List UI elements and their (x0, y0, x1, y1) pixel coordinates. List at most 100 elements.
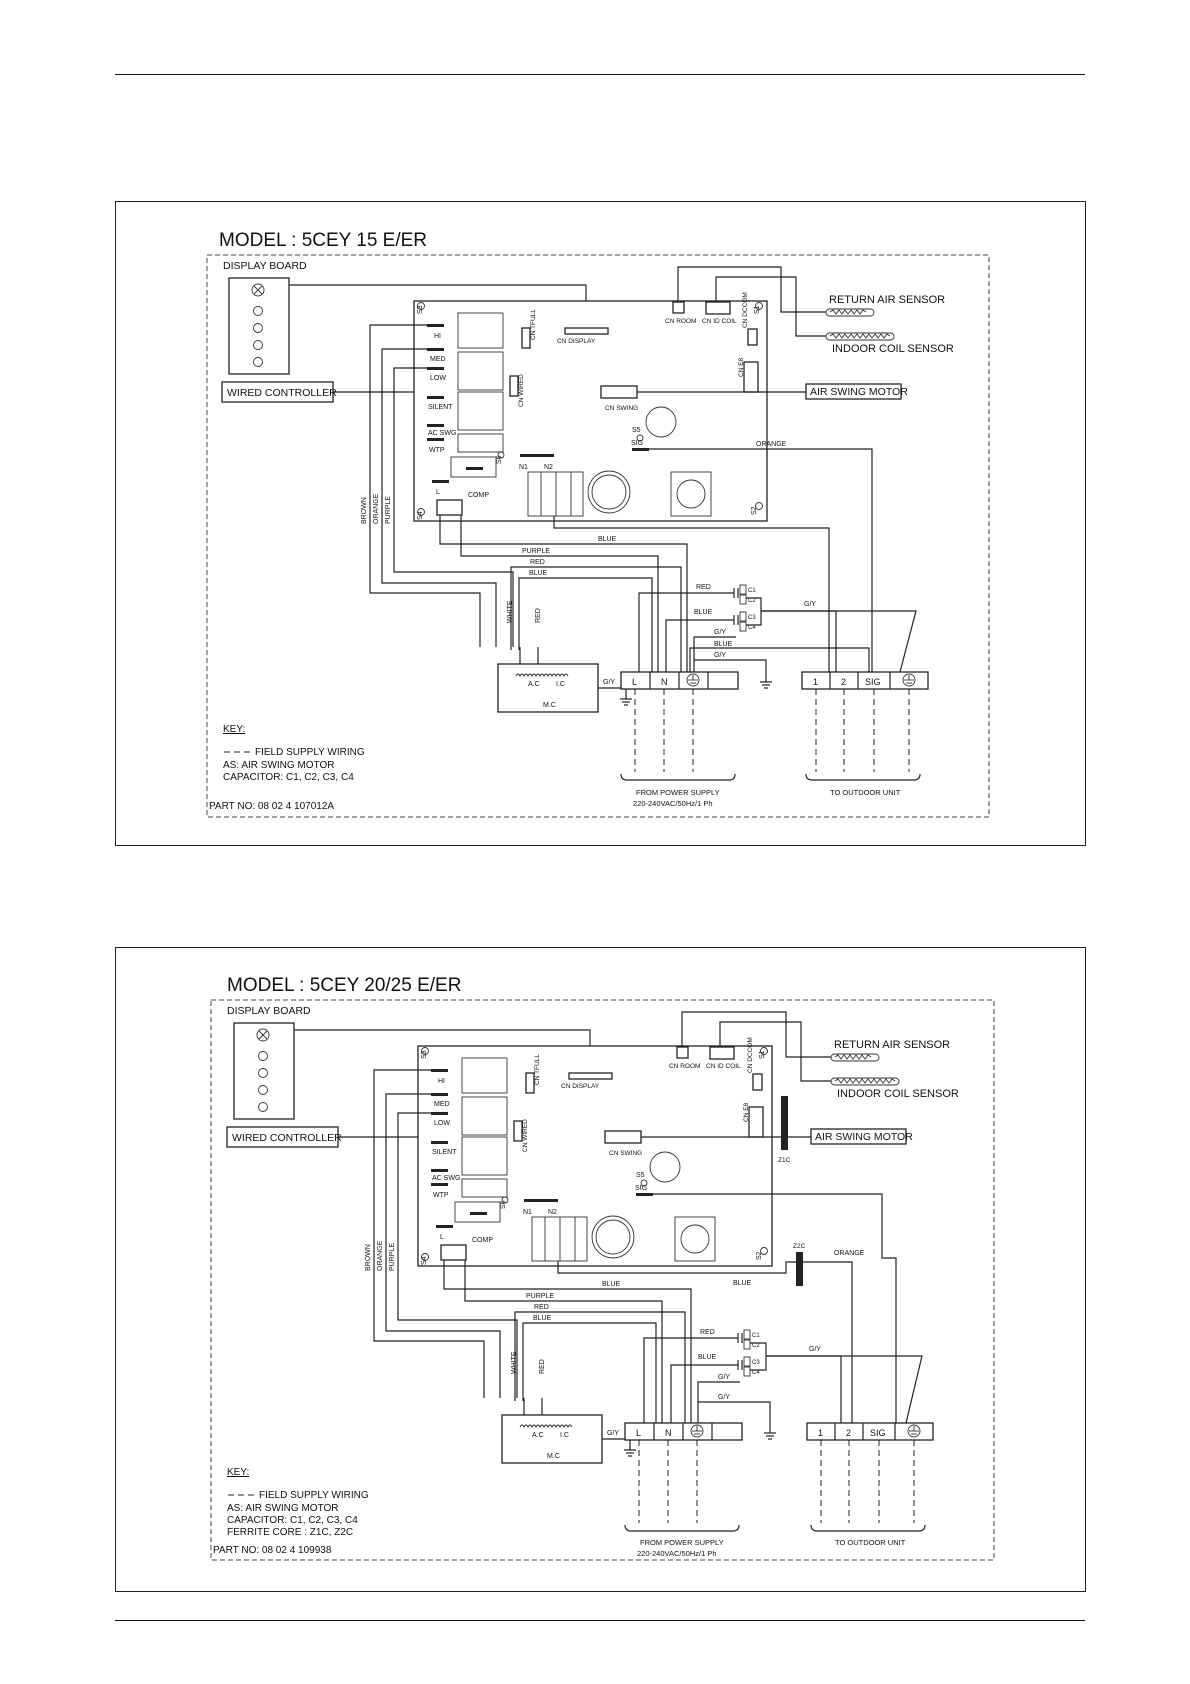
c1-label: C1 (748, 588, 756, 594)
cn-dccom-label: CN DCCOM (742, 292, 749, 328)
motor-ground-wire (598, 687, 627, 699)
purple-wire-pcb (464, 1260, 663, 1423)
silent-label: SILENT (428, 404, 453, 411)
motor-winding-icon (515, 673, 569, 678)
orange-label-2: ORANGE (756, 441, 787, 448)
n1-label: N1 (523, 1209, 532, 1216)
terminal-1: 1 (813, 677, 818, 687)
model-title: MODEL : 5CEY 20/25 E/ER (227, 975, 461, 996)
from-power-supply-label: FROM POWER SUPPLY (636, 788, 720, 797)
wired-controller-label: WIRED CONTROLLER (227, 387, 337, 399)
power-spec-label: 220-240VAC/50Hz/1 Ph (633, 799, 713, 808)
s1-label: S1 (759, 1050, 766, 1059)
red-cap-wire (643, 1337, 738, 1423)
key-line-4: FERRITE CORE : Z1C, Z2C (227, 1527, 353, 1538)
ferrite-core-z1c (781, 1096, 788, 1150)
chassis-ground-icon (764, 1432, 776, 1440)
blue-cap-wire (665, 619, 734, 672)
purple-wire (397, 1112, 518, 1398)
cn-id-coil-label: CN ID COIL (702, 318, 737, 325)
c3-label: C3 (752, 1360, 760, 1366)
blue-label-3: BLUE (694, 609, 713, 616)
pcb-components (421, 1047, 768, 1262)
cap-gy-label: G/Y (809, 1346, 821, 1353)
indoor-coil-sensor-icon (830, 1077, 900, 1086)
z2c-label: Z2C (793, 1243, 806, 1250)
brown-label: BROWN (361, 497, 368, 524)
pcb-terminal-bars (431, 1069, 653, 1228)
blue-label-3: BLUE (698, 1354, 717, 1361)
gy-label-2: G/Y (714, 652, 726, 659)
ac-swg-label: AC SWG (432, 1175, 460, 1182)
wired-controller-label: WIRED CONTROLLER (232, 1132, 342, 1144)
power-supply-bracket (624, 1524, 740, 1532)
power-spec-label: 220-240VAC/50Hz/1 Ph (637, 1549, 717, 1558)
pcb-connectors (440, 1046, 764, 1261)
return-air-sensor-icon (830, 1053, 880, 1062)
earth-terminal-icon (902, 673, 916, 687)
return-air-sensor-label: RETURN AIR SENSOR (834, 1039, 950, 1051)
indoor-coil-sensor-label: INDOOR COIL SENSOR (837, 1088, 959, 1100)
wtp-label: WTP (429, 447, 445, 454)
main-pcb (417, 1045, 773, 1267)
purple-label-2: PURPLE (526, 1293, 554, 1300)
orange-sig-wire (653, 1193, 897, 1423)
key-line-3: CAPACITOR: C1, C2, C3, C4 (223, 772, 354, 783)
blue-label-2: BLUE (533, 1315, 552, 1322)
cn-id-coil-label: CN ID COIL (706, 1063, 741, 1070)
gy-outdoor-wire (766, 1355, 923, 1424)
top-rule (115, 74, 1085, 75)
c1-label: C1 (752, 1333, 760, 1339)
orange-label-2: ORANGE (834, 1250, 865, 1257)
blue-label-2: BLUE (529, 570, 548, 577)
earth-terminal-icon (686, 673, 700, 687)
motor-ic-label: I.C (556, 681, 565, 688)
cn-wired-label: CN WIRED (518, 374, 525, 407)
motor-ac-label: A.C (528, 681, 540, 688)
s2-label: S2 (756, 1251, 763, 1260)
pcb-relays (454, 1057, 508, 1223)
blue-label-1: BLUE (598, 536, 617, 543)
main-pcb (413, 300, 768, 522)
cn-room-label: CN ROOM (665, 318, 696, 325)
display-board (228, 277, 290, 375)
silent-label: SILENT (432, 1149, 457, 1156)
gy-label-2: G/Y (718, 1394, 730, 1401)
gy-label-1: G/Y (714, 629, 726, 636)
s5-label: S5 (632, 427, 641, 434)
orange-sig-wire (649, 448, 873, 672)
terminal-n: N (661, 677, 668, 687)
motor-name-label: M.C (547, 1453, 560, 1460)
red-cap-wire (638, 592, 734, 672)
key-title: KEY: (223, 724, 245, 735)
indoor-coil-sensor-label: INDOOR COIL SENSOR (832, 343, 954, 355)
gy-outdoor-wire (761, 610, 917, 673)
outdoor-unit-bracket (810, 1524, 926, 1532)
terminal-1: 1 (818, 1428, 823, 1438)
med-label: MED (430, 356, 446, 363)
terminal-2: 2 (841, 677, 846, 687)
model-title: MODEL : 5CEY 15 E/ER (219, 230, 427, 251)
c3-label: C3 (748, 615, 756, 621)
key-line-2: AS: AIR SWING MOTOR (223, 760, 335, 771)
s6-label: S6 (496, 455, 503, 464)
blue-label-1: BLUE (602, 1281, 621, 1288)
hi-label: HI (434, 333, 441, 340)
ac-swg-label: AC SWG (428, 430, 456, 437)
blue-wire-motor (522, 1322, 657, 1423)
part-number: PART NO: 08 02 4 107012A (209, 801, 334, 812)
red-label-motor: RED (535, 608, 542, 623)
cn-display-label: CN DISPLAY (557, 338, 596, 345)
part-number: PART NO: 08 02 4 109938 (213, 1545, 332, 1556)
terminal-sig: SIG (870, 1428, 886, 1438)
to-outdoor-unit-label: TO OUTDOOR UNIT (830, 788, 901, 797)
chassis-ground-icon (760, 681, 772, 689)
motor-ground-wire (602, 1438, 631, 1450)
comp-label: COMP (472, 1237, 493, 1244)
orange-wire (385, 1093, 501, 1398)
terminal-2: 2 (846, 1428, 851, 1438)
purple-label: PURPLE (389, 1243, 396, 1271)
earth-terminal-icon (690, 1424, 704, 1438)
terminal-sig: SIG (865, 677, 881, 687)
brown-wire (369, 324, 481, 647)
